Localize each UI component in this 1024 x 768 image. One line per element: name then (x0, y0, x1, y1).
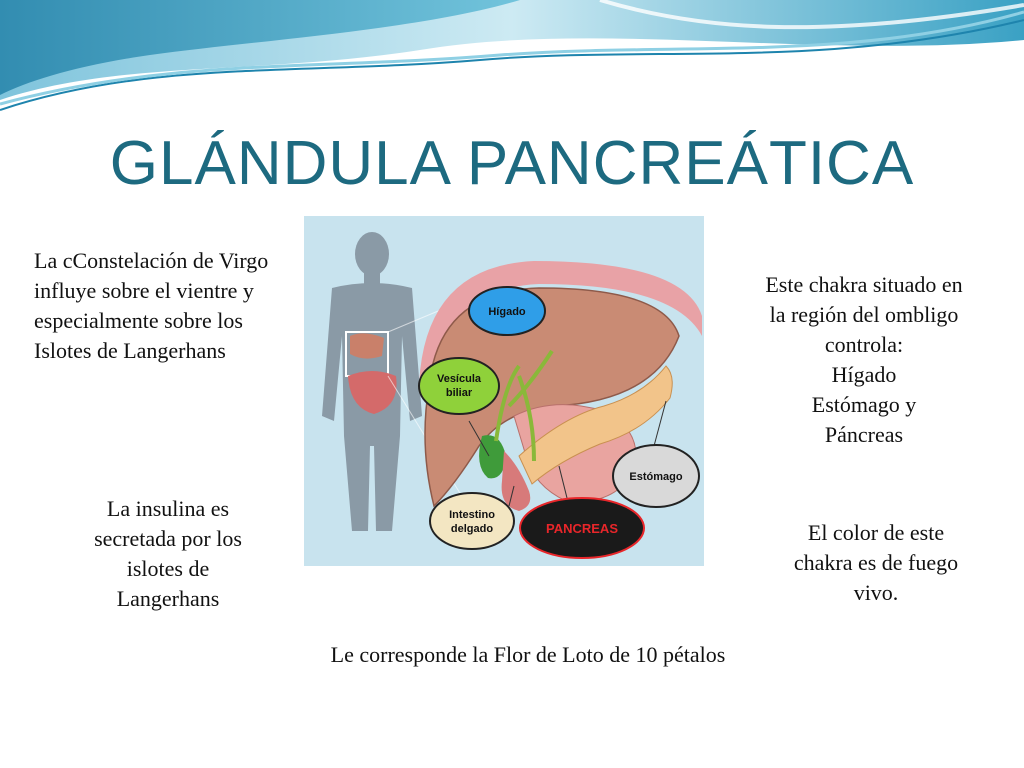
stomach-label: Estómago (612, 444, 700, 508)
stomach-label-text: Estómago (629, 471, 682, 483)
chakra-text-line: Estómago y (811, 392, 917, 417)
chakra-color-line: El color de este (807, 520, 945, 545)
pancreas-label: PANCREAS (519, 497, 645, 559)
chakra-text-line: Este chakra situado en (765, 272, 963, 297)
chakra-text-line: la región del ombligo (769, 302, 959, 327)
virgo-constellation-text: La cConstelación de Virgo influye sobre … (34, 248, 269, 363)
insulin-text-line: Langerhans (116, 586, 220, 611)
gallbladder-label-text: biliar (446, 387, 473, 399)
liver-label-text: Hígado (488, 306, 526, 318)
insulin-text: La insulina es secretada por los islotes… (60, 494, 276, 614)
gallbladder-shape (479, 435, 506, 479)
gallbladder-label-text: Vesícula (437, 373, 482, 385)
intestine-label-text: Intestino (449, 509, 495, 521)
label-connectors (468, 400, 667, 507)
chakra-controls-text: Este chakra situado en la región del omb… (736, 270, 992, 450)
gallbladder-label: Vesícula biliar (418, 357, 500, 415)
pancreas-label-text: PANCREAS (546, 521, 618, 536)
header-wave-decoration (0, 0, 1024, 111)
small-organs-icon (348, 333, 397, 414)
slide-title: GLÁNDULA PANCREÁTICA (109, 129, 915, 198)
insulin-text-line: La insulina es (106, 496, 230, 521)
small-intestine-label: Intestino delgado (429, 492, 515, 550)
chakra-color-text: El color de este chakra es de fuego vivo… (760, 518, 992, 608)
chakra-text-line: controla: (824, 332, 904, 357)
chakra-color-line: vivo. (853, 580, 899, 605)
pancreas-shape (518, 365, 673, 485)
chakra-text-line: Hígado (831, 362, 897, 387)
lotus-flower-text: Le corresponde la Flor de Loto de 10 pét… (330, 642, 726, 667)
anatomy-svg: Hígado Vesícula biliar Estómago Intestin… (304, 216, 704, 566)
intestine-label-text: delgado (451, 523, 493, 535)
liver-label: Hígado (468, 286, 546, 336)
bile-ducts (494, 349, 554, 462)
pancreas-anatomy-illustration: Hígado Vesícula biliar Estómago Intestin… (304, 216, 704, 566)
intestine-shape (501, 451, 531, 511)
insulin-text-line: islotes de (126, 556, 210, 581)
chakra-text-line: Páncreas (824, 422, 904, 447)
insulin-text-line: secretada por los (94, 526, 242, 551)
chakra-color-line: chakra es de fuego (793, 550, 959, 575)
